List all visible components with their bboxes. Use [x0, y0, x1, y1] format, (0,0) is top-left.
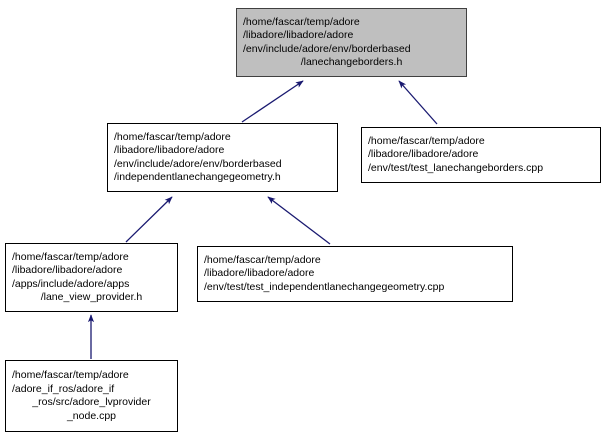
edge-independentlanechangegeometry-to-lanechangeborders	[241, 80, 304, 123]
node-line: /libadore/libadore/adore	[204, 267, 315, 280]
node-line: /home/fascar/temp/adore	[204, 253, 321, 266]
node-test-lanechangeborders[interactable]: /home/fascar/temp/adore /libadore/libado…	[361, 127, 601, 183]
node-lanechangeborders[interactable]: /home/fascar/temp/adore /libadore/libado…	[236, 8, 467, 77]
node-line: /home/fascar/temp/adore	[243, 15, 360, 28]
node-line: /adore_if_ros/adore_if	[12, 382, 115, 395]
node-line: /env/include/adore/env/borderbased	[243, 42, 411, 55]
node-line: /env/test/test_independentlanechangegeom…	[204, 280, 445, 293]
node-line: /lane_view_provider.h	[40, 291, 143, 303]
node-line: /lanechangeborders.h	[300, 56, 403, 68]
node-line: /libadore/libadore/adore	[243, 29, 354, 41]
node-line: /home/fascar/temp/adore	[12, 250, 129, 263]
node-line: /independentlanechangegeometry.h	[114, 171, 281, 183]
node-line: /home/fascar/temp/adore	[12, 369, 129, 381]
node-line: _node.cpp	[66, 409, 117, 422]
node-adore-lvprovider-node[interactable]: /home/fascar/temp/adore /adore_if_ros/ad…	[5, 360, 178, 432]
node-line: /home/fascar/temp/adore	[114, 130, 231, 143]
node-line: /env/include/adore/env/borderbased	[114, 157, 282, 170]
node-lane-view-provider[interactable]: /home/fascar/temp/adore /libadore/libado…	[5, 243, 178, 312]
node-independentlanechangegeometry[interactable]: /home/fascar/temp/adore /libadore/libado…	[107, 123, 338, 192]
node-line: /home/fascar/temp/adore	[368, 134, 485, 147]
node-line: /libadore/libadore/adore	[114, 144, 225, 156]
node-line: /libadore/libadore/adore	[368, 148, 479, 161]
node-line: _ros/src/adore_lvprovider	[32, 396, 151, 408]
node-test-independentlanechangegeometry[interactable]: /home/fascar/temp/adore /libadore/libado…	[197, 246, 513, 302]
edge-test-lanechangeborders-to-lanechangeborders	[398, 80, 438, 125]
node-line: /apps/include/adore/apps	[12, 277, 130, 290]
edge-test-independentlanechangegeometry-to-independentlanechangegeometry	[267, 196, 331, 245]
node-line: /env/test/test_lanechangeborders.cpp	[368, 161, 544, 174]
edge-lane-view-provider-to-independentlanechangegeometry	[125, 196, 173, 243]
node-line: /libadore/libadore/adore	[12, 264, 123, 276]
